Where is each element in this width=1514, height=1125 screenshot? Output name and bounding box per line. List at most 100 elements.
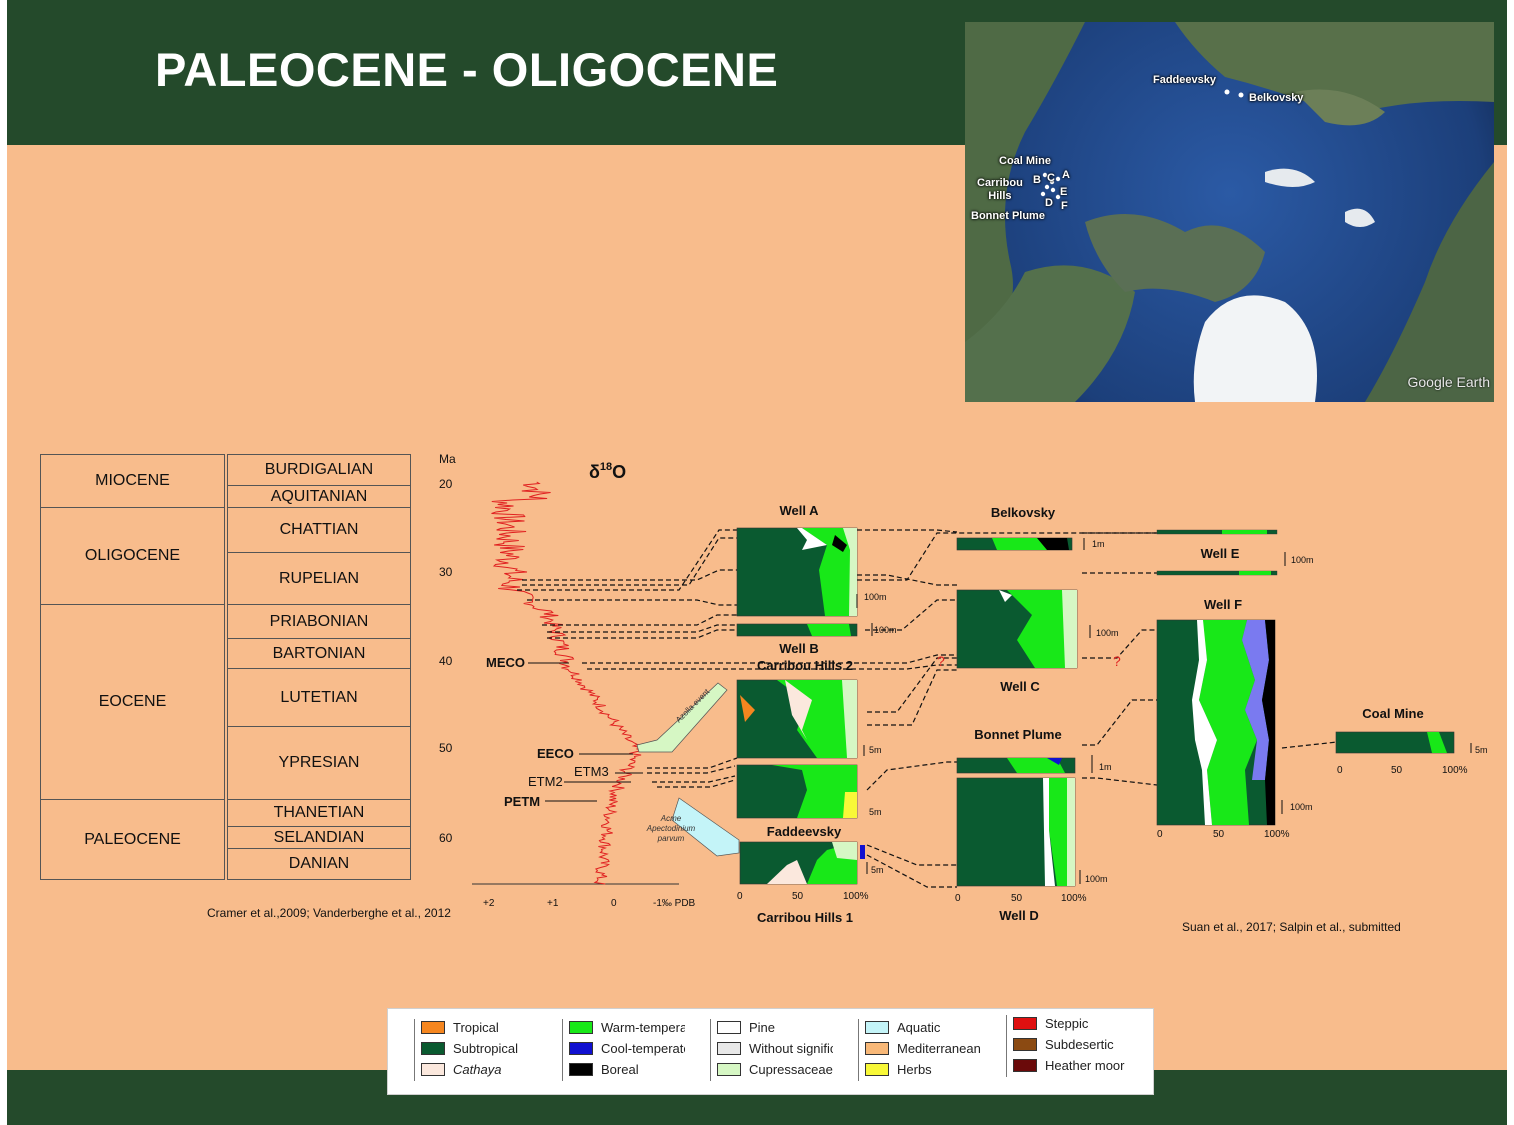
scale-well-d: 100m	[1085, 874, 1108, 884]
map-label-c: C	[1047, 172, 1055, 184]
ch1-pct-100: 100%	[843, 891, 869, 902]
azolla-event-band	[636, 682, 728, 753]
well-f-panel: 100m 0 50 100%	[1156, 619, 1313, 840]
x-tick-minus1: -1‰ PDB	[653, 898, 696, 909]
legend-item-without-significance: Without significance	[717, 1040, 833, 1061]
scale-belkovsky: 1m	[1092, 539, 1105, 549]
site-well-f: Well F	[1204, 597, 1242, 612]
coal-mine-panel: 5m 0 50 100%	[1335, 731, 1488, 776]
vegetation-legend: Tropical Subtropical Cathaya Warm-temper…	[387, 1008, 1154, 1095]
scale-coal-mine: 5m	[1475, 745, 1488, 755]
acme-label-2: Apectodinium	[646, 824, 696, 833]
swatch-aquatic	[865, 1021, 889, 1035]
stage-burdigalian: BURDIGALIAN	[227, 454, 411, 486]
legend-item-steppic: Steppic	[1013, 1015, 1148, 1036]
scale-well-c: 100m	[1096, 628, 1119, 638]
citation-left: Cramer et al.,2009; Vanderberghe et al.,…	[207, 906, 451, 920]
stage-lutetian: LUTETIAN	[227, 668, 411, 727]
swatch-without-significance	[717, 1042, 741, 1056]
site-well-b: Well B	[779, 641, 819, 656]
tick-40: 40	[439, 654, 453, 668]
acme-label-3: parvum	[657, 834, 685, 843]
map-label-f: F	[1061, 200, 1068, 212]
legend-item-heather-moor: Heather moor	[1013, 1057, 1148, 1078]
legend-column-3: Pine Without significance Cupressaceae	[710, 1019, 833, 1081]
legend-item-tropical: Tropical	[421, 1019, 561, 1040]
map-label-e: E	[1060, 186, 1068, 198]
well-c-panel: 100m	[956, 589, 1119, 669]
legend-item-subtropical: Subtropical	[421, 1040, 561, 1061]
stage-thanetian: THANETIAN	[227, 799, 411, 827]
epoch-oligocene: OLIGOCENE	[40, 507, 225, 605]
well-d-panel: 100m 0 50 100%	[955, 777, 1108, 904]
ch1-pct-50: 50	[792, 891, 804, 902]
tick-50: 50	[439, 741, 453, 755]
isotope-title: δ18O	[589, 461, 626, 482]
x-tick-plus1: +1	[547, 898, 559, 909]
ch1-pct-0: 0	[737, 891, 743, 902]
event-eeco: EECO	[537, 746, 574, 761]
map-label-faddeevsky: Faddeevsky	[1153, 74, 1216, 86]
legend-column-4: Aquatic Mediterranean Herbs	[858, 1019, 995, 1081]
slide-title: PALEOCENE - OLIGOCENE	[155, 43, 779, 96]
carribou-hills-1-panel: 5m 0 50 100%	[737, 841, 884, 902]
swatch-steppic	[1013, 1017, 1037, 1031]
wd-pct-0: 0	[955, 893, 961, 904]
stage-chattian: CHATTIAN	[227, 507, 411, 553]
swatch-herbs	[865, 1063, 889, 1077]
wd-pct-50: 50	[1011, 893, 1023, 904]
stage-selandian: SELANDIAN	[227, 826, 411, 849]
stage-priabonian: PRIABONIAN	[227, 604, 411, 639]
map-image	[965, 22, 1494, 402]
site-well-c: Well C	[1000, 679, 1040, 694]
legend-item-herbs: Herbs	[865, 1061, 995, 1082]
map-label-b: B	[1033, 174, 1041, 186]
scale-ch2-b: 5m	[869, 807, 882, 817]
tick-20: 20	[439, 477, 453, 491]
swatch-heather-moor	[1013, 1059, 1037, 1073]
map-label-coal-mine: Coal Mine	[999, 155, 1051, 167]
swatch-warm-temperate	[569, 1021, 593, 1035]
swatch-pine	[717, 1021, 741, 1035]
question-mark-2: ?	[1113, 653, 1121, 669]
site-well-d: Well D	[999, 908, 1039, 923]
scale-ch2-a: 5m	[869, 745, 882, 755]
stage-bartonian: BARTONIAN	[227, 638, 411, 669]
slide: PALEOCENE - OLIGOCENE	[7, 0, 1507, 1125]
site-well-e: Well E	[1201, 546, 1240, 561]
cm-pct-0: 0	[1337, 765, 1343, 776]
swatch-mediterranean	[865, 1042, 889, 1056]
legend-item-cool-temperate: Cool-temperate	[569, 1040, 685, 1061]
d18o-curve	[491, 481, 644, 885]
swatch-subtropical	[421, 1042, 445, 1056]
epoch-miocene: MIOCENE	[40, 454, 225, 508]
scale-ch1: 5m	[871, 865, 884, 875]
event-etm3: ETM3	[574, 764, 609, 779]
x-tick-plus2: +2	[483, 898, 495, 909]
scale-well-e: 100m	[1291, 555, 1314, 565]
legend-item-pine: Pine	[717, 1019, 833, 1040]
scale-well-b: 100m	[874, 625, 897, 635]
legend-column-5: Steppic Subdesertic Heather moor	[1006, 1015, 1148, 1077]
bonnet-plume-panel: 1m	[956, 755, 1112, 774]
event-petm: PETM	[504, 794, 540, 809]
acme-band	[671, 797, 740, 857]
map-label-carribou-hills: Carribou Hills	[977, 177, 1023, 202]
cm-pct-50: 50	[1391, 765, 1403, 776]
swatch-tropical	[421, 1021, 445, 1035]
well-a-panel: 100m 100m	[736, 527, 897, 637]
swatch-cathaya	[421, 1063, 445, 1077]
wd-pct-100: 100%	[1061, 893, 1087, 904]
swatch-cool-temperate	[569, 1042, 593, 1056]
arctic-satellite-map: Faddeevsky Belkovsky Coal Mine Carribou …	[965, 22, 1494, 402]
site-faddeevsky: Faddeevsky	[767, 824, 842, 839]
wf-pct-0: 0	[1157, 829, 1163, 840]
acme-label-1: Acme	[660, 814, 682, 823]
scale-well-f: 100m	[1290, 802, 1313, 812]
tick-60: 60	[439, 831, 453, 845]
google-earth-watermark: Google Earth	[1407, 374, 1491, 390]
x-tick-0: 0	[611, 898, 617, 909]
stage-danian: DANIAN	[227, 848, 411, 880]
swatch-boreal	[569, 1063, 593, 1077]
map-label-d: D	[1045, 197, 1053, 209]
